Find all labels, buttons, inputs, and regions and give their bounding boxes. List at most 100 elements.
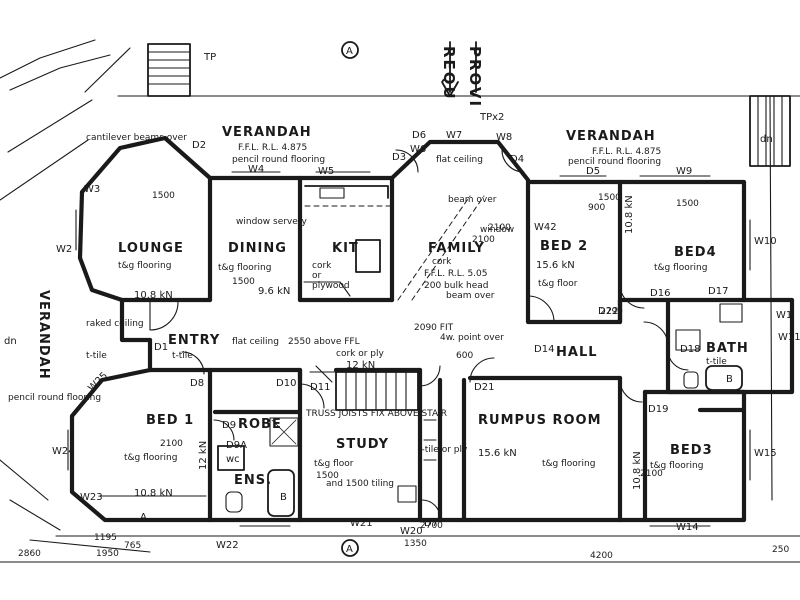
tag-d9: D9 bbox=[222, 420, 236, 431]
verandah-top-ffl: F.F.L. R.L. 4.875 bbox=[238, 143, 307, 153]
dim-1195: 1195 bbox=[94, 533, 117, 543]
hall-label: HALL bbox=[556, 345, 598, 360]
element-tags: D1 D2 D3 D4 D5 D6 D7 D8 D9 D9A D10 D11 D… bbox=[4, 46, 800, 555]
tag-b-2: B bbox=[280, 492, 287, 503]
family-label: FAMILY bbox=[428, 241, 485, 256]
room-labels: VERANDAH F.F.L. R.L. 4.875 pencil round … bbox=[8, 125, 749, 499]
bath-fixtures bbox=[675, 303, 743, 391]
bath-floor: t-tile bbox=[706, 357, 727, 367]
tag-w20: W20 bbox=[400, 526, 423, 537]
rumpus-load: 15.6 kN bbox=[478, 448, 517, 459]
dim-2860: 2860 bbox=[18, 549, 41, 559]
tag-w15: W15 bbox=[754, 448, 777, 459]
stair-load: 12 kN bbox=[346, 360, 375, 371]
tag-w42: W42 bbox=[534, 222, 557, 233]
tag-d3: D3 bbox=[392, 152, 406, 163]
tag-d1: D1 bbox=[154, 342, 168, 353]
entry-floor: t-tile bbox=[172, 351, 193, 361]
dim-250: 250 bbox=[772, 545, 789, 555]
bath-label: BATH bbox=[706, 341, 749, 356]
rumpus-floor: t&g flooring bbox=[542, 459, 595, 469]
beam-over-note: beam over bbox=[448, 195, 497, 205]
tag-d2: D2 bbox=[192, 140, 206, 151]
family-note-2: beam over bbox=[446, 291, 495, 301]
family-note: 200 bulk head bbox=[424, 281, 489, 291]
stair-fit-note: 2090 FIT bbox=[414, 323, 454, 333]
tag-d21: D21 bbox=[474, 382, 494, 393]
rumpus-label: RUMPUS ROOM bbox=[478, 413, 602, 428]
tag-tp: TP bbox=[203, 52, 216, 63]
annotation-notes: 12 kN raked ceiling t-tile flat ceiling … bbox=[18, 46, 789, 561]
tag-d9a: D9A bbox=[226, 440, 247, 451]
verandah-top-label: VERANDAH bbox=[222, 125, 312, 140]
dim-2100c: 2100 bbox=[640, 469, 663, 479]
dining-label: DINING bbox=[228, 241, 287, 256]
tag-w10: W10 bbox=[754, 236, 777, 247]
tag-dn: dn bbox=[760, 134, 773, 145]
tag-w3: W3 bbox=[84, 184, 100, 195]
verandah-right-ffl: F.F.L. R.L. 4.875 bbox=[592, 147, 661, 157]
verandah-outline bbox=[0, 39, 800, 537]
tag-w8: W8 bbox=[496, 132, 512, 143]
tag-w6: W6 bbox=[410, 144, 426, 155]
floor-tiling-note: and 1500 tiling bbox=[326, 479, 394, 489]
bed4-floor: t&g flooring bbox=[654, 263, 707, 273]
tag-d18: D18 bbox=[680, 344, 700, 355]
kit-label: KIT bbox=[332, 241, 359, 256]
robe-label: ROBE bbox=[238, 417, 282, 432]
section-markers bbox=[341, 41, 477, 557]
tag-w9: W9 bbox=[676, 166, 692, 177]
study-label: STUDY bbox=[336, 437, 389, 452]
arrow-text-1: REQU bbox=[440, 46, 458, 101]
bed4-label: BED4 bbox=[674, 245, 717, 260]
tag-d19: D19 bbox=[648, 404, 668, 415]
arrow-text-2: PROVI bbox=[466, 46, 484, 108]
window-2100: 2100 bbox=[472, 235, 495, 245]
bed1-load-2: 12 kN bbox=[198, 441, 209, 470]
dim-600: 600 bbox=[456, 351, 473, 361]
tag-a: A bbox=[346, 46, 353, 57]
joist-note: TRUSS JOISTS FIX ABOVE STAIR bbox=[305, 409, 447, 419]
verandah-left-label: VERANDAH bbox=[36, 290, 51, 380]
stairs-top-left bbox=[147, 43, 191, 97]
ens-label: ENS. bbox=[234, 473, 272, 488]
tag-d17: D17 bbox=[708, 286, 728, 297]
window-servery-note: window servery bbox=[236, 217, 307, 227]
above-ffl-note: 2550 above FFL bbox=[288, 337, 360, 347]
dim-2790: 2790 bbox=[600, 307, 623, 317]
tag-w5: W5 bbox=[318, 166, 334, 177]
bed3-load: 10.8 kN bbox=[632, 451, 643, 490]
tag-d22: D22 bbox=[598, 306, 618, 317]
family-floor: cork bbox=[432, 257, 452, 267]
family-bulkhead bbox=[397, 195, 485, 301]
lounge-floor: t&g flooring bbox=[118, 261, 171, 271]
bed2-load: 15.6 kN bbox=[536, 260, 575, 271]
tag-w1: W1 bbox=[776, 310, 792, 321]
verandah-right-label: VERANDAH bbox=[566, 129, 656, 144]
tag-d14: D14 bbox=[534, 344, 554, 355]
kit-floor-3: plywood bbox=[312, 281, 350, 291]
dim-1500: 1500 bbox=[232, 277, 255, 287]
dim-2100b: 2100 bbox=[488, 223, 511, 233]
window-marks bbox=[67, 171, 751, 527]
verandah-top-floor: pencil round flooring bbox=[232, 155, 325, 165]
flat-ceiling-family: flat ceiling bbox=[436, 155, 483, 165]
tag-d10: D10 bbox=[276, 378, 296, 389]
tag-a-2: A bbox=[346, 544, 353, 555]
ensuite-fixtures bbox=[217, 417, 299, 517]
entry-label: ENTRY bbox=[168, 333, 220, 348]
dim-1350: 1350 bbox=[404, 539, 427, 549]
lounge-load: 10.8 kN bbox=[134, 290, 173, 301]
tag-w2: W2 bbox=[56, 244, 72, 255]
lounge-label: LOUNGE bbox=[118, 241, 184, 256]
stairs-right bbox=[749, 95, 791, 167]
family-ffl: F.F.L. R.L. 5.05 bbox=[424, 269, 488, 279]
bed2-floor: t&g floor bbox=[538, 279, 578, 289]
dim-1500e: 1500 bbox=[152, 191, 175, 201]
bed1-floor: t&g flooring bbox=[124, 453, 177, 463]
tag-tpx2: TPx2 bbox=[479, 112, 504, 123]
kit-floor-2: or bbox=[312, 271, 322, 281]
tag-w14: W14 bbox=[676, 522, 699, 533]
dim-765: 765 bbox=[124, 541, 141, 551]
tag-d16: D16 bbox=[650, 288, 670, 299]
